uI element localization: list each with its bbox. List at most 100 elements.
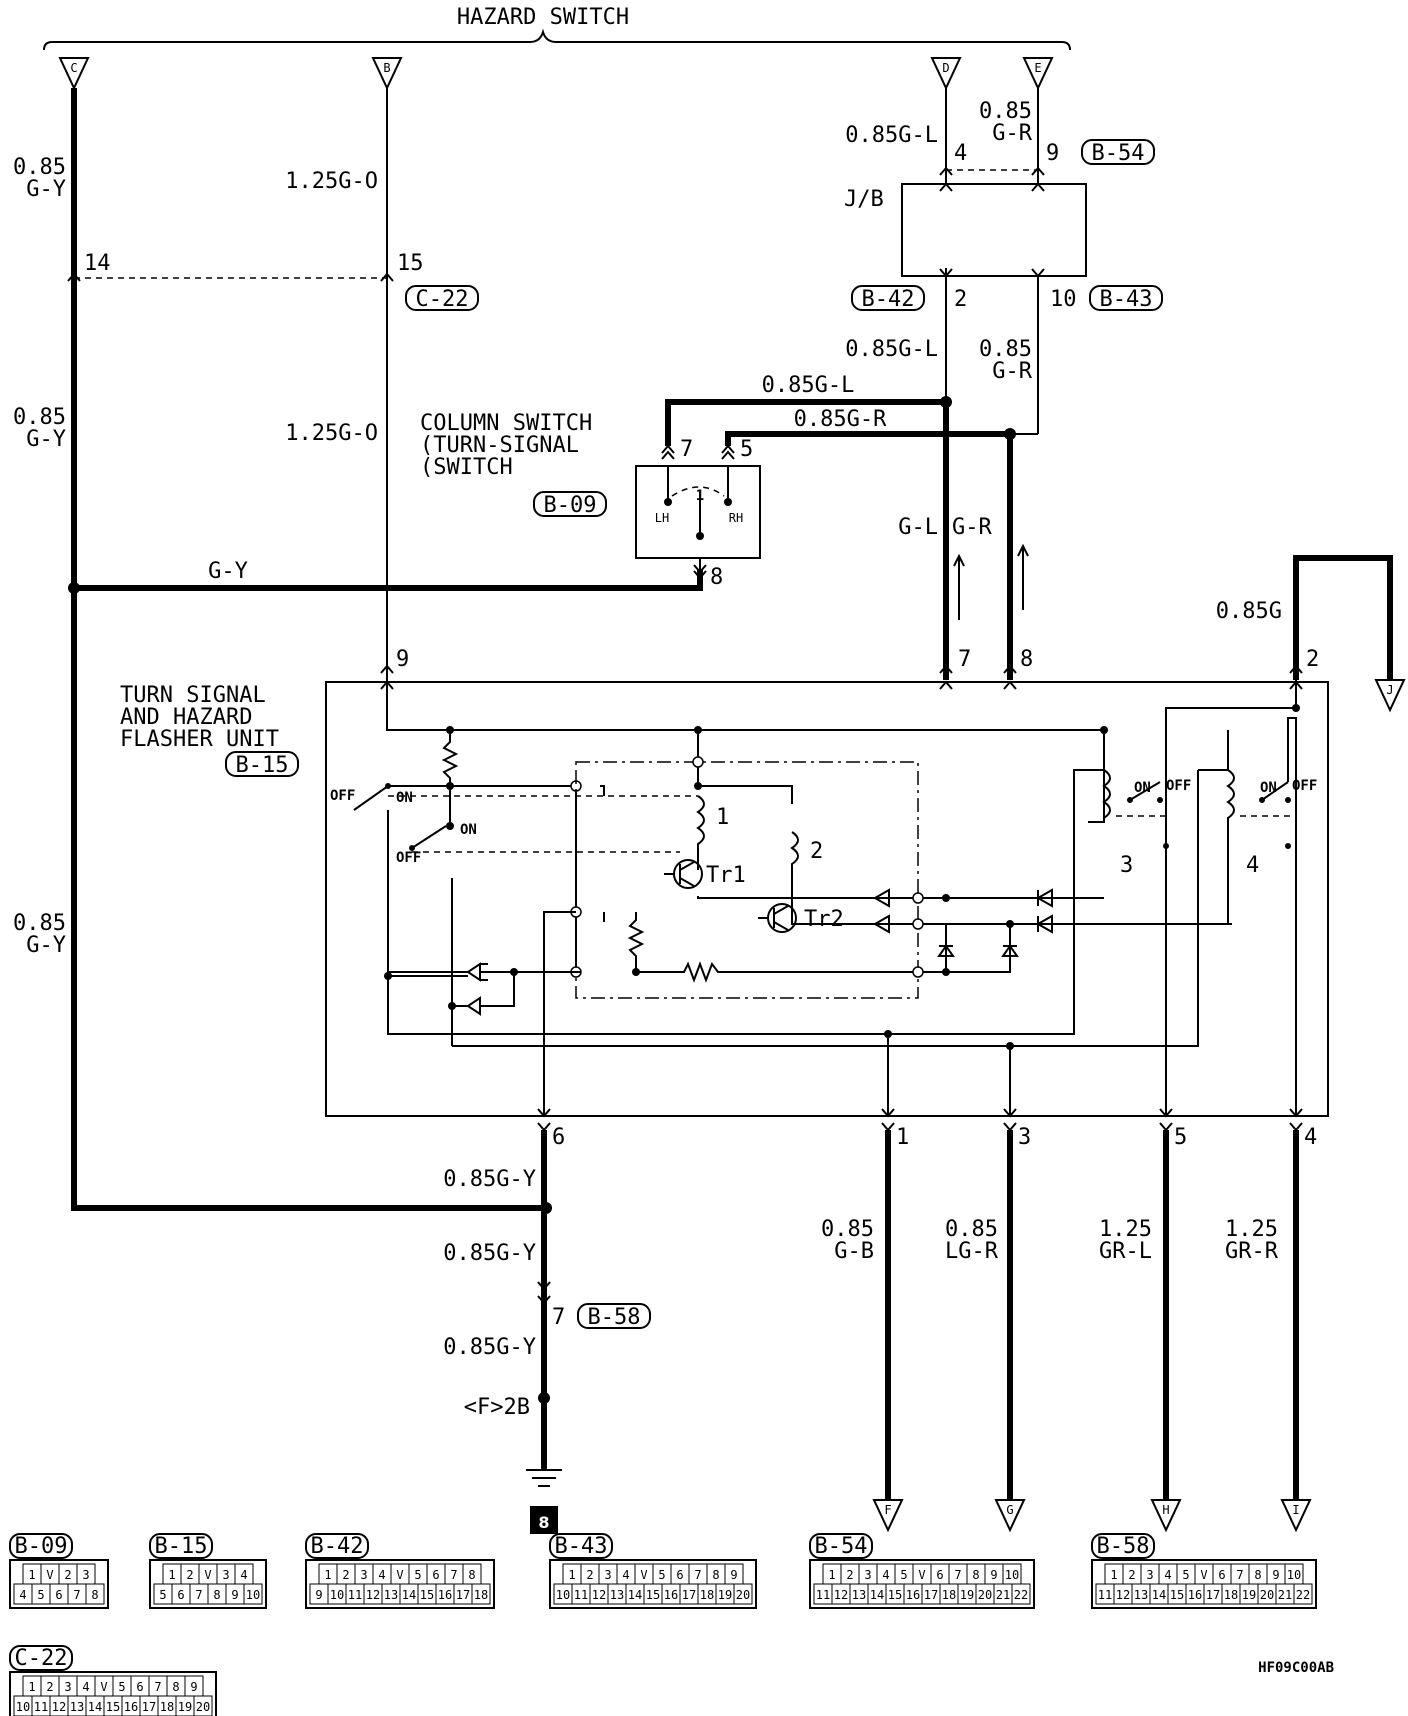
connector-pin: 6 [432, 1568, 439, 1582]
connector-pin: 13 [384, 1588, 398, 1602]
connector-pin: 1 [828, 1568, 835, 1582]
pin-number: 9 [1046, 141, 1059, 166]
ground-number-box [530, 1506, 558, 1534]
pin-number: 4 [954, 141, 967, 166]
connector-pin: 13 [1134, 1588, 1148, 1602]
connector-pin: 2 [586, 1568, 593, 1582]
connector-refs: C-22 B-54 B-42 B-43 B-09 B-15 B-58 [225, 139, 1163, 1330]
connector-pin: 5 [900, 1568, 907, 1582]
pin-number: 2 [954, 287, 967, 312]
wire-label: 0.85G-L [845, 337, 938, 362]
wire-gl-gr [661, 396, 1038, 680]
connector-pin: 10 [1005, 1568, 1019, 1582]
ref-b58: B-58 [588, 1305, 641, 1330]
connector-pin: V [640, 1568, 647, 1582]
pin-number: 4 [1304, 1125, 1317, 1150]
pin-number: 8 [710, 565, 723, 590]
connector-h-bottom: H [1150, 1499, 1182, 1533]
connector-pin: 15 [420, 1588, 434, 1602]
connector-letter: F [884, 1503, 891, 1517]
connector-pin: 7 [954, 1568, 961, 1582]
current-arrow-icon [1017, 543, 1029, 610]
connector-pin: 8 [712, 1568, 719, 1582]
connector-pin: 11 [574, 1588, 588, 1602]
connector-pin: 4 [1164, 1568, 1171, 1582]
connector-pin: 20 [1260, 1588, 1274, 1602]
connector-letter: B [383, 61, 390, 75]
jb-label: J/B [844, 187, 884, 212]
connector-pin: 7 [450, 1568, 457, 1582]
connector-pin: 1 [28, 1680, 35, 1694]
pin-number: 8 [1020, 647, 1033, 672]
output-wires [526, 1130, 1299, 1500]
current-arrow-icon [953, 553, 965, 620]
connector-pin: 21 [996, 1588, 1010, 1602]
connector-pin: 7 [1236, 1568, 1243, 1582]
connector-pin: 5 [159, 1588, 166, 1602]
connector-pin: 11 [816, 1588, 830, 1602]
wire-label: 0.85G-Y [443, 1167, 536, 1192]
connector-pin: 14 [628, 1588, 642, 1602]
lh-label: LH [655, 511, 669, 525]
connector-pin: 14 [870, 1588, 884, 1602]
connector-i-bottom: I [1280, 1499, 1312, 1533]
pin-number: 15 [397, 251, 424, 276]
connector-pin: 9 [1272, 1568, 1279, 1582]
connector-table-title: C-22 [15, 1646, 68, 1671]
connector-pin: 3 [864, 1568, 871, 1582]
switch-state-off: OFF [330, 788, 355, 804]
connector-pin: 8 [172, 1680, 179, 1694]
connector-pin: 10 [1287, 1568, 1301, 1582]
connector-letter: J [1386, 683, 1393, 697]
ref-b15: B-15 [236, 753, 289, 778]
junction-block [901, 183, 1087, 277]
connector-table-title: B-42 [311, 1534, 364, 1559]
connector-pin: 20 [736, 1588, 750, 1602]
connector-pin: 7 [154, 1680, 161, 1694]
column-switch: 1 LH RH [635, 465, 761, 580]
connector-pin: 7 [694, 1568, 701, 1582]
connector-pin: 6 [55, 1588, 62, 1602]
connector-pin: 6 [936, 1568, 943, 1582]
column-switch-label: COLUMN SWITCH(TURN-SIGNAL(SWITCH [420, 411, 592, 480]
connector-j [1374, 679, 1406, 713]
switch-state-on: ON [1134, 780, 1151, 796]
hazard-switch-brace: HAZARD SWITCH [43, 5, 1071, 51]
pin-number: 5 [1174, 1125, 1187, 1150]
connector-pin: 9 [730, 1568, 737, 1582]
coil-number: 4 [1246, 853, 1259, 878]
wire-label: 0.85G-R [794, 407, 887, 432]
connector-pin: 17 [1206, 1588, 1220, 1602]
connector-pin: 15 [1170, 1588, 1184, 1602]
connector-pin: 9 [315, 1588, 322, 1602]
connector-letter: C [70, 61, 77, 75]
connector-pin: 9 [990, 1568, 997, 1582]
ground-point-label: <F>2B [464, 1395, 530, 1420]
connector-pin: 1 [568, 1568, 575, 1582]
connector-pin: V [204, 1568, 211, 1582]
rh-label: RH [729, 511, 743, 525]
wire-label: 0.85G-L [762, 373, 855, 398]
pin-number: 7 [552, 1305, 565, 1330]
switch-state-off: OFF [1292, 778, 1317, 794]
pin-number: 7 [680, 437, 693, 462]
labels: J/B COLUMN SWITCH(TURN-SIGNAL(SWITCH TUR… [120, 187, 1334, 1676]
pin-number: 2 [1306, 647, 1319, 672]
connector-pin: 3 [1146, 1568, 1153, 1582]
drawing-code: HF09C00AB [1258, 1660, 1334, 1676]
connector-pin: 6 [676, 1568, 683, 1582]
connector-pin: 22 [1296, 1588, 1310, 1602]
connector-pin: 15 [106, 1700, 120, 1714]
connector-pin: 5 [658, 1568, 665, 1582]
